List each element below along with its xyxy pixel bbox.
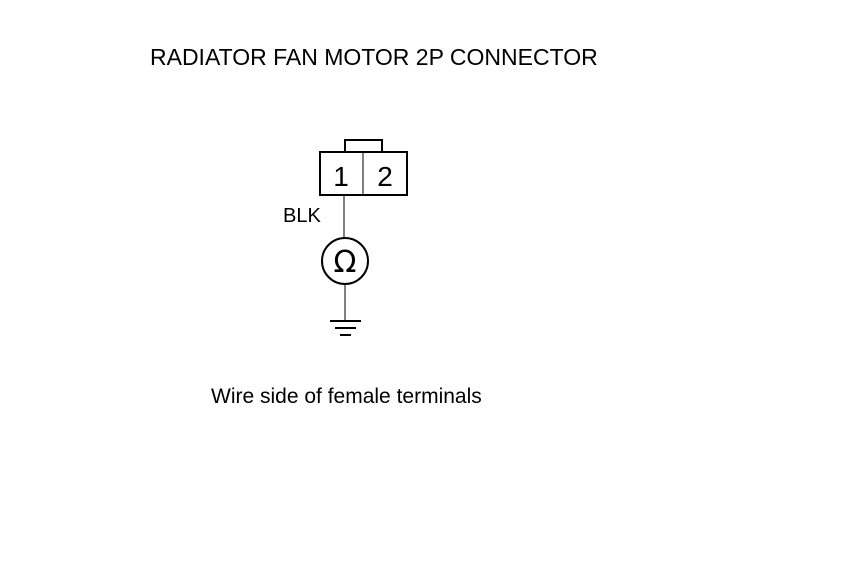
terminal-1-label: 1 — [333, 161, 349, 192]
terminal-2-label: 2 — [377, 161, 393, 192]
connector-2p — [319, 139, 408, 196]
diagram-caption: Wire side of female terminals — [211, 385, 482, 408]
diagram-title: RADIATOR FAN MOTOR 2P CONNECTOR — [150, 44, 598, 70]
connector-lock-tab — [344, 139, 383, 153]
ground-icon — [330, 320, 361, 336]
wire-color-label: BLK — [283, 205, 321, 227]
ohmmeter-icon: Ω — [321, 237, 369, 285]
ohm-symbol: Ω — [334, 245, 357, 280]
